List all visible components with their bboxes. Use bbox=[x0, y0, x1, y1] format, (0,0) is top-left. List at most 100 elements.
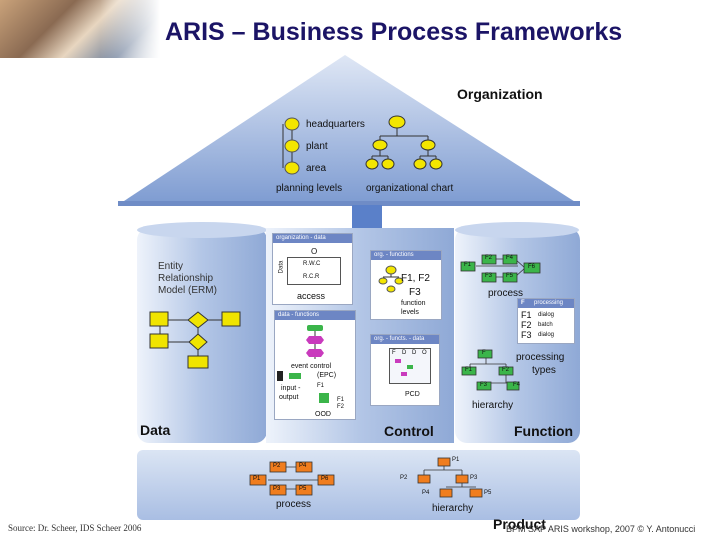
erm-entity bbox=[221, 311, 241, 327]
org-data-data: Data bbox=[278, 260, 285, 274]
product-hierarchy-p1 bbox=[437, 457, 451, 467]
erm-diagram bbox=[149, 311, 241, 369]
processing-row2-t: batch bbox=[538, 322, 553, 328]
org-chart-node bbox=[381, 158, 395, 170]
product-hier-p1-label: P1 bbox=[452, 457, 460, 463]
hierarchy-node-f bbox=[477, 349, 493, 359]
org-functions-caption1: function bbox=[401, 300, 426, 307]
processing-row3-f: F3 bbox=[521, 330, 532, 340]
product-p1-label: P1 bbox=[253, 476, 261, 482]
product-p2-label: P2 bbox=[273, 463, 281, 469]
processing-row3-t: dialog bbox=[538, 332, 555, 338]
org-level-plant: plant bbox=[306, 141, 328, 152]
processing-row1-f: F1 bbox=[521, 310, 532, 320]
data-pillar bbox=[137, 228, 267, 443]
slide-title: ARIS – Business Process Frameworks bbox=[165, 18, 623, 46]
roof-center-post bbox=[352, 205, 382, 229]
org-chart-node bbox=[372, 139, 388, 151]
org-planning-levels bbox=[282, 117, 300, 175]
pcd-col-d2: D bbox=[412, 350, 417, 356]
data-functions-box-header: data - functions bbox=[275, 311, 355, 320]
data-heading: Data bbox=[140, 422, 171, 438]
hierarchy-f2-label: F2 bbox=[502, 367, 510, 373]
product-base bbox=[137, 450, 580, 520]
product-p3-label: P3 bbox=[273, 486, 281, 492]
product-hierarchy-p5 bbox=[469, 488, 483, 498]
org-chart-node bbox=[413, 158, 427, 170]
product-p6-label: P6 bbox=[321, 476, 329, 482]
erm-label-line1: Entity bbox=[158, 261, 184, 272]
data-functions-f1: F1 bbox=[317, 383, 325, 389]
hierarchy-node-f4 bbox=[506, 381, 520, 391]
org-chart-tree bbox=[365, 115, 443, 170]
product-hierarchy bbox=[417, 457, 483, 498]
erm-entity bbox=[149, 311, 169, 327]
footer-credit: BPM SAP ARIS workshop, 2007 © Y. Antonuc… bbox=[506, 524, 696, 534]
product-node-p6 bbox=[317, 474, 335, 486]
pcd-label: PCD bbox=[405, 391, 420, 398]
hierarchy-f3-label: F3 bbox=[480, 382, 488, 388]
erm-label-line2: Relationship bbox=[158, 273, 214, 284]
product-node-p2 bbox=[269, 461, 287, 473]
data-functions-f2: F2 bbox=[337, 404, 345, 410]
organization-heading: Organization bbox=[457, 86, 543, 102]
org-functions-tree bbox=[378, 265, 404, 293]
function-process-f1-label: F1 bbox=[464, 262, 472, 268]
processing-types-line2: types bbox=[532, 365, 556, 376]
epc-label: (EPC) bbox=[317, 372, 337, 379]
product-hier-p4-label: P4 bbox=[422, 490, 430, 496]
function-process-label: process bbox=[488, 288, 524, 299]
control-heading: Control bbox=[384, 423, 434, 439]
hierarchy-f4-label: F4 bbox=[513, 382, 521, 388]
function-process-f3-label: F3 bbox=[485, 273, 493, 279]
product-node-p3 bbox=[269, 484, 287, 496]
output-label: output bbox=[279, 394, 299, 401]
org-data-row1: R.W.C bbox=[303, 261, 321, 267]
org-level-headquarters: headquarters bbox=[306, 119, 365, 130]
function-node-f6 bbox=[523, 262, 541, 274]
org-data-o: O bbox=[311, 247, 318, 256]
hierarchy-node-f1 bbox=[461, 366, 477, 376]
product-process bbox=[249, 461, 335, 496]
function-node-f4 bbox=[502, 254, 518, 265]
org-chart-root bbox=[388, 115, 406, 129]
processing-types-line1: processing bbox=[516, 352, 565, 363]
processing-box: processing F F1 dialog F2 batch F3 dialo… bbox=[517, 298, 575, 344]
product-hierarchy-p2 bbox=[417, 474, 431, 484]
org-chart-node bbox=[365, 158, 379, 170]
header-photo-fade bbox=[100, 0, 160, 58]
product-node-p4 bbox=[295, 461, 313, 473]
hierarchy-node-f2 bbox=[498, 366, 514, 376]
function-node-f5 bbox=[502, 272, 518, 283]
event-control-label: event control bbox=[291, 363, 332, 370]
product-hierarchy-p3 bbox=[455, 474, 469, 484]
processing-box-header: processing bbox=[518, 299, 574, 308]
function-hierarchy-label: hierarchy bbox=[472, 400, 514, 411]
product-hier-p3-label: P3 bbox=[470, 475, 478, 481]
input-label: input - bbox=[281, 385, 301, 392]
function-pillar-top bbox=[455, 222, 579, 238]
org-functions-f3: F3 bbox=[409, 287, 421, 298]
org-functions-f1f2: F1, F2 bbox=[401, 273, 430, 284]
ood-label: OOD bbox=[315, 411, 331, 418]
processing-row1-t: dialog bbox=[538, 312, 555, 318]
hierarchy-f-label: F bbox=[482, 350, 486, 356]
org-data-box-header: organization - data bbox=[273, 234, 352, 243]
function-process-f6-label: F6 bbox=[528, 264, 536, 270]
function-node-f3 bbox=[481, 272, 497, 283]
data-functions-f1b: F1 bbox=[337, 397, 345, 403]
erm-label-line3: Model (ERM) bbox=[158, 285, 217, 296]
function-node-f2 bbox=[481, 254, 497, 265]
product-process-label: process bbox=[276, 499, 312, 510]
product-heading: Product bbox=[493, 516, 546, 532]
org-functions-box: org. - functions F1, F2 F3 function leve… bbox=[370, 250, 442, 320]
function-heading: Function bbox=[514, 423, 574, 439]
roof-organization bbox=[118, 55, 580, 205]
org-functions-box-header: org. - functions bbox=[371, 251, 441, 260]
org-chart-node bbox=[429, 158, 443, 170]
org-functs-data-box: org. - functs. - data F D D O PCD bbox=[370, 334, 440, 406]
function-process-f2-label: F2 bbox=[485, 255, 493, 261]
erm-relationship bbox=[188, 333, 208, 351]
hierarchy-f1-label: F1 bbox=[465, 367, 473, 373]
